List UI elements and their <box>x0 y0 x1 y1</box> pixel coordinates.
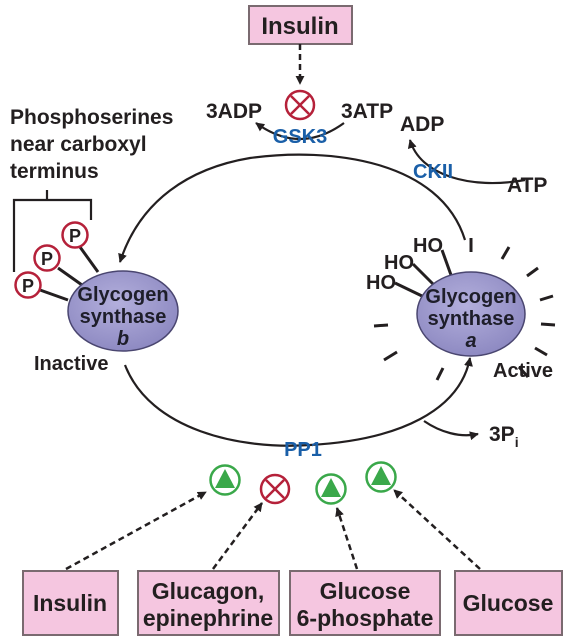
insulin-to-pp1-dashed-arrow <box>65 490 207 571</box>
gs-a-line3: a <box>465 330 476 352</box>
activate-icon-glucose <box>365 461 397 493</box>
pi3-main: 3P <box>489 423 515 446</box>
phosphate-group-3: P <box>14 271 42 299</box>
atp3-label: 3ATP <box>341 100 393 123</box>
activate-icon-insulin <box>209 464 241 496</box>
gs-a-line1: Glycogen <box>425 286 516 308</box>
active-rays <box>373 238 556 381</box>
glycogen-synthase-a: Glycogen synthase a <box>416 271 526 357</box>
ckii-reaction-arc <box>407 139 526 185</box>
phosphate-p-label-3: P <box>22 276 34 296</box>
phosphate-p-label-2: P <box>41 249 53 269</box>
gsk3-reaction-arc <box>255 122 345 140</box>
gs-a-line2: synthase <box>428 308 515 330</box>
gsk3-label: GSK3 <box>273 126 327 148</box>
phosphate-bond-3 <box>39 288 69 302</box>
phosphate-bond-1 <box>78 246 100 273</box>
phosphorylation-arc <box>118 153 467 263</box>
activate-icon-g6p <box>315 473 347 505</box>
inactive-label: Inactive <box>34 353 108 375</box>
glucagon-label-line1: Glucagon, <box>152 578 264 604</box>
phosphate-group-1: P <box>61 221 89 249</box>
active-label: Active <box>493 360 553 382</box>
pp1-label: PP1 <box>284 439 322 461</box>
glucagon-label-line2: epinephrine <box>143 605 273 631</box>
glycogen-synthase-b: Glycogen synthase b <box>67 270 179 352</box>
ho-bond-1 <box>440 249 453 276</box>
g6p-box: Glucose 6-phosphate <box>289 570 441 636</box>
ho-bond-3 <box>394 281 423 298</box>
phosphoserines-line1: Phosphoserines <box>10 106 173 129</box>
ckii-label: CKII <box>413 161 453 183</box>
pp1-reaction-arc <box>423 420 479 441</box>
glucagon-to-pp1-dashed-arrow <box>211 502 264 570</box>
pi3-subscript: i <box>515 434 519 450</box>
phosphoserines-line3: terminus <box>10 160 99 183</box>
inhibit-icon-gsk3 <box>284 89 316 121</box>
glucose-label: Glucose <box>463 590 554 616</box>
g6p-to-pp1-dashed-arrow <box>335 507 359 570</box>
glucose-to-pp1-dashed-arrow <box>393 489 481 570</box>
phosphoserines-line2: near carboxyl <box>10 133 147 156</box>
insulin-bottom-box: Insulin <box>22 570 119 636</box>
phosphate-bond-2 <box>57 266 83 287</box>
phosphoserines-bracket <box>12 190 93 272</box>
ho-label-2: HO <box>384 252 414 274</box>
gs-b-line1: Glycogen <box>77 284 168 306</box>
ho-label-3: HO <box>366 272 396 294</box>
adp3-label: 3ADP <box>206 100 262 123</box>
insulin-top-label: Insulin <box>261 13 338 40</box>
pi3-label: 3Pi <box>489 423 519 450</box>
adp-label: ADP <box>400 113 444 136</box>
g6p-label-line1: Glucose <box>320 578 411 604</box>
gs-b-line2: synthase <box>80 306 167 328</box>
insulin-top-box: Insulin <box>248 5 353 45</box>
phosphate-p-label-1: P <box>69 226 81 246</box>
ho-bond-2 <box>411 262 436 287</box>
glucose-box: Glucose <box>454 570 563 636</box>
glucagon-box: Glucagon, epinephrine <box>137 570 280 636</box>
insulin-bottom-label: Insulin <box>33 590 107 616</box>
ho-label-1: HO <box>413 235 443 257</box>
gs-b-line3: b <box>117 328 129 350</box>
dephosphorylation-arc <box>123 357 473 447</box>
g6p-label-line2: 6-phosphate <box>297 605 434 631</box>
phosphate-group-2: P <box>33 244 61 272</box>
inhibit-icon-glucagon <box>259 473 291 505</box>
atp-label: ATP <box>507 174 547 197</box>
